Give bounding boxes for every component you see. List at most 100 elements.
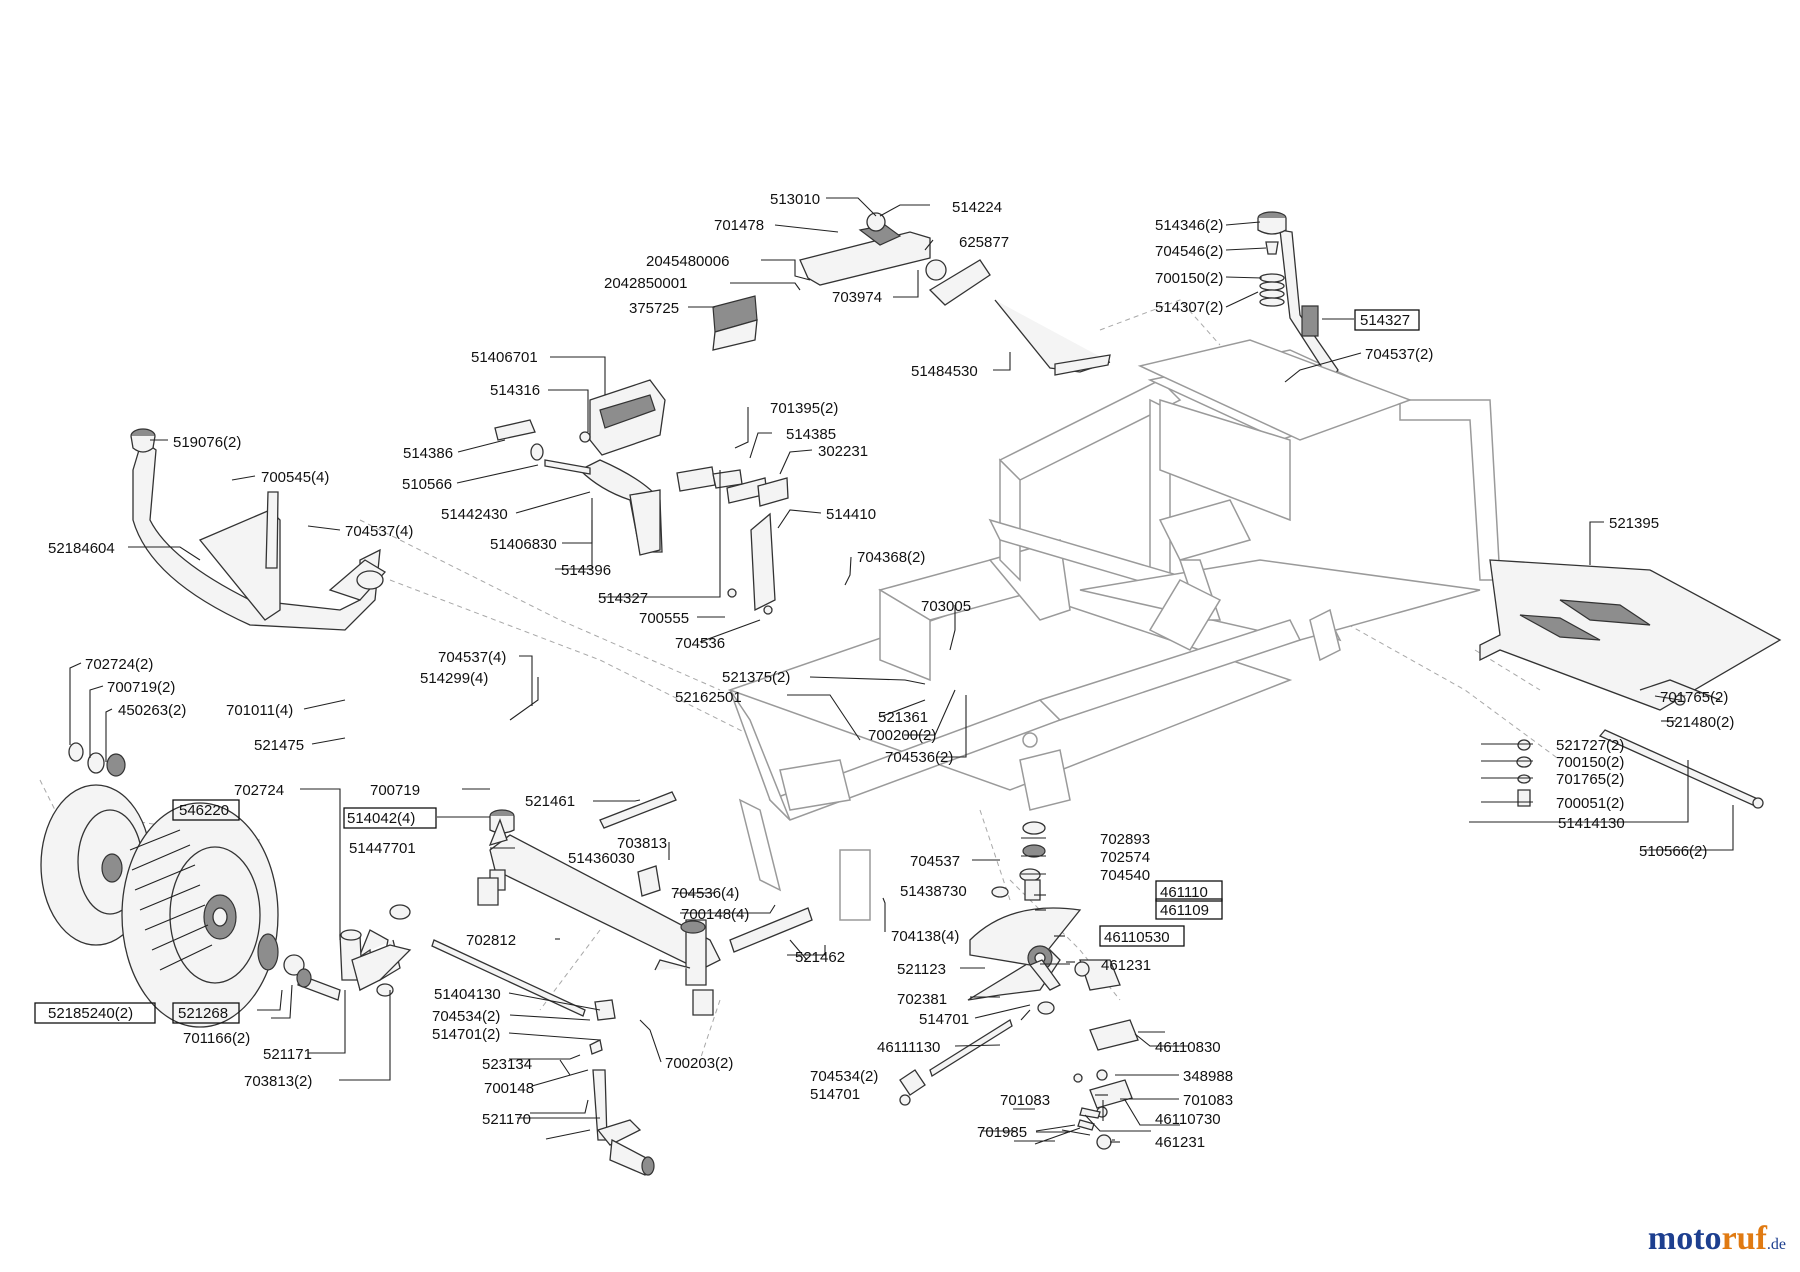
label-700719b: 700719 xyxy=(370,782,420,799)
label-51438730: 51438730 xyxy=(900,883,967,900)
label-2042850001: 2042850001 xyxy=(604,275,687,292)
logo-text-part1: moto xyxy=(1647,1220,1722,1257)
leader-lines xyxy=(69,197,1734,1145)
label-701395: 701395(2) xyxy=(770,400,838,417)
label-514410: 514410 xyxy=(826,506,876,523)
front-axle xyxy=(477,791,813,1016)
label-704537c: 704537(4) xyxy=(438,649,506,666)
motoruf-logo: motoruf.de xyxy=(1648,1220,1786,1258)
label-461109: 461109 xyxy=(1160,902,1209,919)
label-521475: 521475 xyxy=(254,737,304,754)
label-701166: 701166(2) xyxy=(183,1030,250,1047)
label-701985: 701985 xyxy=(977,1124,1027,1141)
logo-text-part2: ruf xyxy=(1721,1220,1767,1257)
steering-parts xyxy=(297,904,1061,1176)
label-46110830: 46110830 xyxy=(1155,1039,1221,1056)
label-46110730: 46110730 xyxy=(1155,1111,1221,1128)
label-701011: 701011(4) xyxy=(226,702,293,719)
label-52184604: 52184604 xyxy=(48,540,115,557)
label-46110530: 46110530 xyxy=(1104,929,1170,946)
label-514327b: 514327 xyxy=(598,590,648,607)
label-704537d: 704537 xyxy=(910,853,960,870)
label-700545: 700545(4) xyxy=(261,469,329,486)
label-703813b: 703813(2) xyxy=(244,1073,312,1090)
label-2045480006: 2045480006 xyxy=(646,253,729,270)
label-514386: 514386 xyxy=(403,445,453,462)
label-514701b: 514701(2) xyxy=(432,1026,500,1043)
label-700148a: 700148(4) xyxy=(681,906,749,923)
label-521375: 521375(2) xyxy=(722,669,790,686)
label-704138: 704138(4) xyxy=(891,928,959,945)
label-704546: 704546(2) xyxy=(1155,243,1223,260)
label-514346: 514346(2) xyxy=(1155,217,1223,234)
label-46111130: 46111130 xyxy=(877,1039,940,1056)
label-521462: 521462 xyxy=(795,949,845,966)
logo-text-part3: .de xyxy=(1766,1236,1786,1253)
label-546220: 546220 xyxy=(179,802,229,819)
label-519076: 519076(2) xyxy=(173,434,241,451)
label-701478: 701478 xyxy=(714,217,764,234)
label-703005: 703005 xyxy=(921,598,971,615)
label-51447701: 51447701 xyxy=(349,840,416,857)
label-702812: 702812 xyxy=(466,932,516,949)
label-510566b: 510566(2) xyxy=(1639,843,1707,860)
label-704537a: 704537(2) xyxy=(1365,346,1433,363)
label-52185240: 52185240(2) xyxy=(48,1005,133,1022)
label-700555: 700555 xyxy=(639,610,689,627)
label-625877: 625877 xyxy=(959,234,1009,251)
label-700150a: 700150(2) xyxy=(1155,270,1223,287)
label-514327a: 514327 xyxy=(1360,312,1410,329)
label-700051: 700051(2) xyxy=(1556,795,1624,812)
part-labels: 513010 514224 701478 625877 2045480006 2… xyxy=(48,191,1734,1151)
steering-knuckle xyxy=(296,929,412,991)
label-51406701: 51406701 xyxy=(471,349,538,366)
label-52162501: 52162501 xyxy=(675,689,742,706)
pedal-parts xyxy=(494,379,789,615)
label-701765a: 701765(2) xyxy=(1660,689,1728,706)
label-521461: 521461 xyxy=(525,793,575,810)
label-514396: 514396 xyxy=(561,562,611,579)
label-704540: 704540 xyxy=(1100,867,1150,884)
boxed-labels xyxy=(34,309,1420,1024)
label-375725: 375725 xyxy=(629,300,679,317)
label-450263: 450263(2) xyxy=(118,702,186,719)
label-521361: 521361 xyxy=(878,709,928,726)
label-461110: 461110 xyxy=(1160,884,1208,901)
label-704536b: 704536(2) xyxy=(885,749,953,766)
label-704534b: 704534(2) xyxy=(810,1068,878,1085)
steering-sector xyxy=(969,907,1082,991)
wheels xyxy=(40,742,305,1028)
label-702724a: 702724(2) xyxy=(85,656,153,673)
label-521727: 521727(2) xyxy=(1556,737,1624,754)
label-700150b: 700150(2) xyxy=(1556,754,1624,771)
label-51442430: 51442430 xyxy=(441,506,508,523)
label-521123: 521123 xyxy=(897,961,946,978)
label-702381: 702381 xyxy=(897,991,947,1008)
label-704536a: 704536 xyxy=(675,635,725,652)
pivot-parts xyxy=(991,821,1139,1150)
label-51414130: 51414130 xyxy=(1558,815,1625,832)
label-521395: 521395 xyxy=(1609,515,1659,532)
side-plate xyxy=(1479,559,1782,809)
label-514299: 514299(4) xyxy=(420,670,488,687)
label-510566a: 510566 xyxy=(402,476,452,493)
label-701765b: 701765(2) xyxy=(1556,771,1624,788)
label-348988: 348988 xyxy=(1183,1068,1233,1085)
front-bumper xyxy=(130,428,387,631)
label-514701a: 514701 xyxy=(919,1011,969,1028)
label-514042: 514042(4) xyxy=(347,810,415,827)
label-700200: 700200(2) xyxy=(868,727,936,744)
label-703813a: 703813 xyxy=(617,835,667,852)
label-514701c: 514701 xyxy=(810,1086,860,1103)
label-700203: 700203(2) xyxy=(665,1055,733,1072)
label-51404130: 51404130 xyxy=(434,986,501,1003)
label-703974: 703974 xyxy=(832,289,882,306)
label-701083b: 701083 xyxy=(1183,1092,1233,1109)
label-51484530: 51484530 xyxy=(911,363,978,380)
label-701083a: 701083 xyxy=(1000,1092,1050,1109)
label-700719a: 700719(2) xyxy=(107,679,175,696)
label-702724b: 702724 xyxy=(234,782,284,799)
label-704368: 704368(2) xyxy=(857,549,925,566)
label-521171: 521171 xyxy=(263,1046,312,1063)
label-702893: 702893 xyxy=(1100,831,1150,848)
